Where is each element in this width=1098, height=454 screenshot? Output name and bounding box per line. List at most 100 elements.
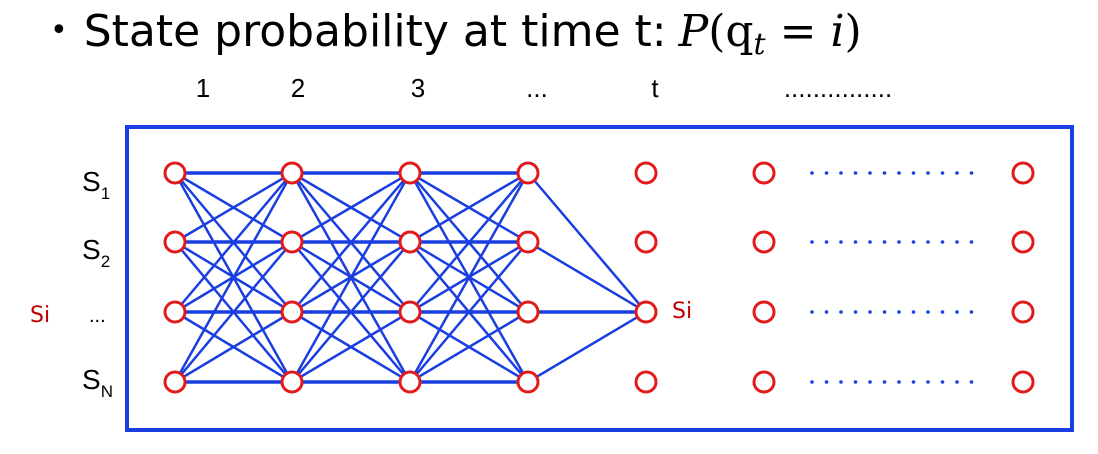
formula-close-paren: ) — [844, 6, 862, 57]
ellipsis-dot — [839, 240, 843, 244]
ellipsis-dot — [839, 171, 843, 175]
transition-edge — [291, 172, 411, 313]
probability-formula: P(qt = i) — [679, 6, 862, 62]
state-node-circle — [516, 300, 540, 324]
state-node-circle — [163, 230, 187, 254]
transition-edge — [174, 171, 293, 244]
state-node-circle — [634, 370, 658, 394]
ellipsis-dot — [955, 380, 959, 384]
ellipsis-dot — [926, 240, 930, 244]
state-node-circle — [516, 370, 540, 394]
transition-edges — [173, 171, 647, 384]
ellipsis-dot — [969, 171, 974, 175]
ellipsis-dot — [868, 380, 872, 384]
transition-edge — [291, 241, 411, 383]
ellipsis-dot — [824, 240, 829, 244]
converging-edge — [527, 310, 647, 384]
state-node-circle — [280, 300, 304, 324]
state-node-circle — [1011, 230, 1035, 254]
ellipsis-dot — [897, 380, 901, 384]
column-label-ellipsis: ... — [526, 73, 548, 103]
row-label-sn: SN — [82, 364, 113, 401]
ellipsis-dot — [824, 380, 829, 384]
state-node-circle — [516, 230, 540, 254]
ellipsis-dot — [868, 240, 872, 244]
ellipsis-dot — [853, 171, 858, 175]
transition-edge — [174, 310, 293, 384]
state-node-circle — [752, 161, 776, 185]
column-label-3: 3 — [411, 73, 425, 103]
ellipsis-dot — [969, 310, 974, 314]
ellipsis-dot — [911, 310, 916, 314]
column-label-2: 2 — [291, 73, 305, 103]
ellipsis-dot — [911, 171, 916, 175]
row-label-ellipsis: ... — [89, 305, 106, 327]
formula-equals: = — [765, 6, 831, 57]
state-node-circle — [280, 230, 304, 254]
state-node-circle — [1011, 370, 1035, 394]
ellipsis-dot — [955, 310, 959, 314]
state-node-circle — [752, 370, 776, 394]
ellipsis-dot — [810, 240, 814, 244]
ellipsis-dot — [882, 171, 887, 175]
formula-p: P — [678, 6, 709, 57]
formula-subscript-t: t — [753, 27, 766, 62]
ellipsis-dot — [897, 240, 901, 244]
state-node-circle — [163, 161, 187, 185]
ellipsis-dot — [926, 171, 930, 175]
column-label-trailing-dots: ............... — [784, 73, 892, 103]
row-label-s2: S2 — [82, 234, 110, 271]
ellipsis-dot — [969, 240, 974, 244]
si-label-left: Si — [30, 303, 50, 328]
transition-edge — [409, 171, 529, 244]
ellipsis-dot — [940, 380, 945, 384]
ellipsis-dot — [940, 310, 945, 314]
ellipsis-dot — [911, 380, 916, 384]
state-node-circle — [163, 300, 187, 324]
transition-edge — [174, 172, 293, 313]
state-node-circle — [1011, 161, 1035, 185]
state-node-circle — [398, 370, 422, 394]
ellipsis-dot — [940, 240, 945, 244]
ellipsis-dot — [839, 380, 843, 384]
column-label-1: 1 — [196, 73, 210, 103]
transition-edge — [409, 172, 529, 313]
state-node-circle — [752, 300, 776, 324]
ellipsis-dot — [955, 171, 959, 175]
ellipsis-dot — [810, 380, 814, 384]
transition-edge — [409, 241, 529, 383]
slide-heading: • State probability at time t: P(qt = i) — [50, 6, 862, 66]
ellipsis-dot — [940, 171, 945, 175]
ellipsis-dot — [926, 310, 930, 314]
transition-edge — [291, 310, 411, 384]
state-node-circle — [398, 230, 422, 254]
state-node-circle — [516, 161, 540, 185]
row-label-s1: S1 — [82, 166, 110, 203]
ellipsis-dot — [853, 380, 858, 384]
formula-open-paren: ( — [708, 6, 726, 57]
ellipsis-dot — [868, 171, 872, 175]
ellipsis-dot — [897, 310, 901, 314]
transition-edge — [174, 241, 293, 383]
ellipsis-dot — [868, 310, 872, 314]
bullet-icon: • — [50, 13, 68, 48]
ellipsis-dot — [897, 171, 901, 175]
lattice-frame — [125, 125, 1074, 432]
transition-edge — [408, 172, 530, 383]
state-nodes — [163, 161, 1035, 394]
transition-edge — [290, 172, 412, 383]
transition-edge — [409, 310, 529, 384]
state-node-circle — [163, 370, 187, 394]
state-node-circle — [280, 161, 304, 185]
heading-text: State probability at time t: — [83, 6, 667, 57]
converging-edge — [527, 240, 647, 314]
state-node-circle — [398, 300, 422, 324]
ellipsis-dot — [882, 310, 887, 314]
converging-edge — [527, 172, 647, 313]
ellipsis-dot — [824, 310, 829, 314]
formula-i: i — [830, 6, 845, 57]
state-node-circle — [280, 370, 304, 394]
column-label-t: t — [651, 73, 659, 103]
